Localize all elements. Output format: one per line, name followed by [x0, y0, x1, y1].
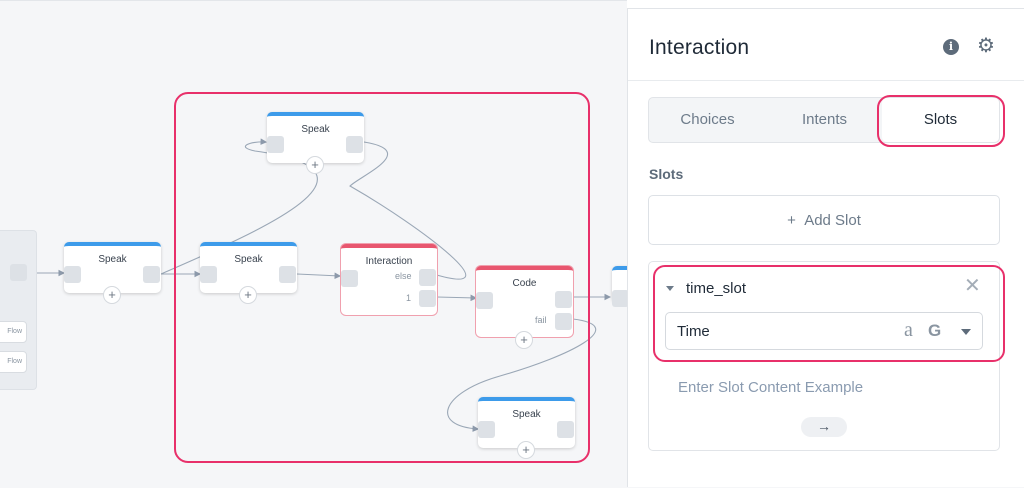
- output-port[interactable]: [143, 266, 160, 283]
- slot-type-select[interactable]: Time a G: [665, 312, 983, 350]
- amazon-icon: a: [904, 319, 913, 341]
- info-icon[interactable]: i: [943, 39, 959, 55]
- tab-highlight: [877, 95, 1005, 147]
- output-port[interactable]: [557, 421, 574, 438]
- slot-type-value: Time: [677, 323, 710, 340]
- plus-icon: +: [787, 212, 796, 229]
- interaction-block[interactable]: Interaction else 1: [341, 244, 437, 315]
- speak-block[interactable]: Speak +: [200, 242, 297, 304]
- flow-canvas[interactable]: Flow Flow Speak + Speak + Speak + Intera…: [0, 0, 642, 487]
- selection-highlight: [174, 92, 590, 463]
- slot-example-input[interactable]: Enter Slot Content Example: [678, 379, 864, 396]
- submit-example-button[interactable]: →: [801, 417, 847, 437]
- tab-intents[interactable]: Intents: [801, 111, 848, 128]
- port-label-else: else: [395, 271, 412, 281]
- input-port[interactable]: [341, 270, 358, 287]
- block-title: Speak: [234, 254, 263, 265]
- output-port[interactable]: [10, 264, 27, 281]
- output-port[interactable]: [555, 291, 572, 308]
- tab-choices[interactable]: Choices: [680, 111, 735, 128]
- flow-pill[interactable]: Flow: [0, 351, 27, 373]
- block-title: Speak: [98, 254, 127, 265]
- port-label-1: 1: [406, 293, 412, 303]
- collapse-caret-icon[interactable]: [666, 286, 674, 291]
- input-port[interactable]: [478, 421, 495, 438]
- speak-block[interactable]: Speak +: [478, 397, 575, 459]
- output-port[interactable]: [279, 266, 296, 283]
- add-step-button[interactable]: +: [517, 441, 535, 459]
- port-label-fail: fail: [535, 315, 547, 325]
- else-output-port[interactable]: [419, 269, 436, 286]
- add-slot-button[interactable]: + Add Slot: [648, 195, 1000, 245]
- panel-title: Interaction: [649, 36, 750, 59]
- link-code-fail-speakbottom: [447, 318, 597, 432]
- google-icon: G: [928, 321, 942, 340]
- block-title: Interaction: [365, 256, 413, 267]
- editor-panel: Interaction i ⚙ Choices Intents Slots Sl…: [627, 9, 1024, 487]
- add-step-button[interactable]: +: [103, 286, 121, 304]
- block-title: Speak: [512, 409, 541, 420]
- add-step-button[interactable]: +: [306, 156, 324, 174]
- section-label: Slots: [649, 166, 684, 182]
- speak-block[interactable]: Speak +: [64, 242, 161, 304]
- flow-pill[interactable]: Flow: [0, 321, 27, 343]
- slot-card: time_slot ✕ Time a G Enter Slot Content …: [648, 261, 1000, 451]
- input-port[interactable]: [64, 266, 81, 283]
- close-icon[interactable]: ✕: [964, 275, 981, 297]
- speak-block[interactable]: Speak +: [267, 112, 364, 174]
- flow-group[interactable]: Flow Flow: [0, 230, 37, 390]
- tab-bar: Choices Intents Slots: [648, 97, 1000, 143]
- code-block[interactable]: Code fail +: [476, 266, 573, 349]
- block-title: Code: [512, 278, 537, 289]
- fail-output-port[interactable]: [555, 313, 572, 330]
- chevron-down-icon: [961, 329, 971, 335]
- add-step-button[interactable]: +: [239, 286, 257, 304]
- link-speakb-interaction: [296, 272, 342, 280]
- input-port[interactable]: [476, 292, 493, 309]
- choice-output-port[interactable]: [419, 290, 436, 307]
- output-port[interactable]: [346, 136, 363, 153]
- gear-icon[interactable]: ⚙: [977, 35, 995, 57]
- input-port[interactable]: [612, 290, 629, 307]
- input-port[interactable]: [200, 266, 217, 283]
- divider: [628, 80, 1024, 81]
- tab-slots[interactable]: Slots: [882, 98, 999, 142]
- link-interaction-code: [436, 294, 478, 302]
- add-slot-label: Add Slot: [804, 212, 861, 229]
- input-port[interactable]: [267, 136, 284, 153]
- block-title: Speak: [301, 124, 330, 135]
- slot-highlight: [653, 265, 1005, 362]
- link-speaktop-interaction: [349, 141, 467, 280]
- slot-name[interactable]: time_slot: [686, 280, 747, 297]
- add-step-button[interactable]: +: [515, 331, 533, 349]
